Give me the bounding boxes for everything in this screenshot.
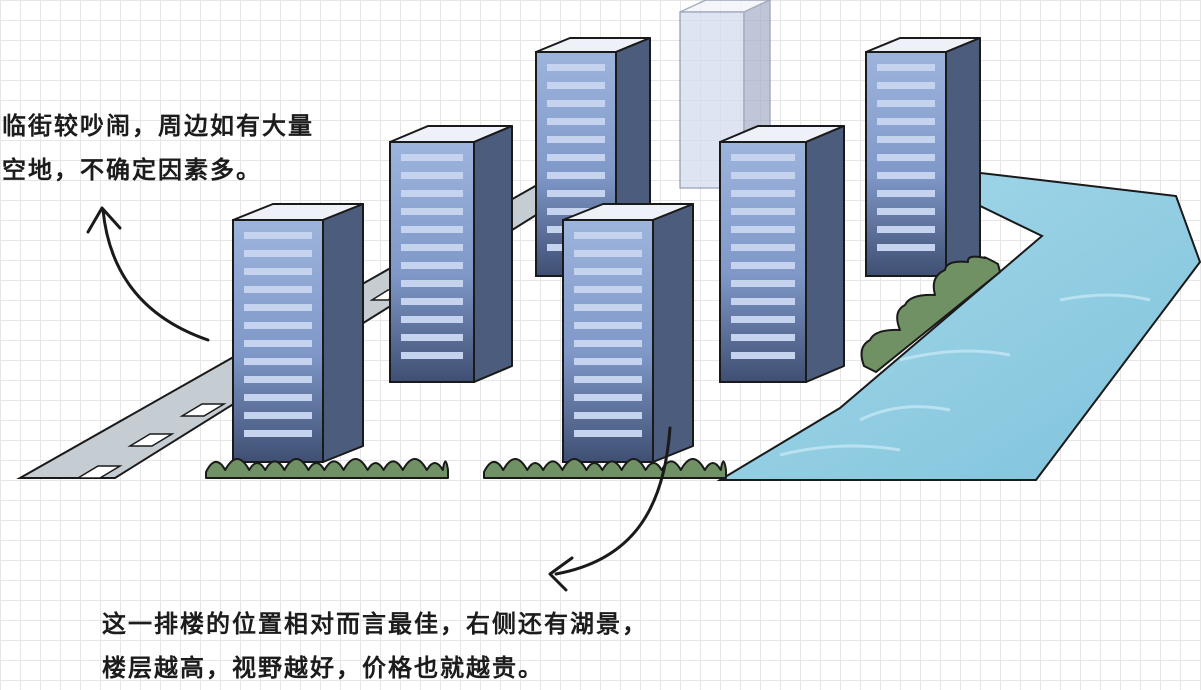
building-window	[574, 430, 642, 437]
building-window	[574, 394, 642, 401]
building-window	[731, 352, 795, 359]
building-window	[401, 226, 463, 233]
building-window	[877, 244, 935, 251]
building-window	[731, 226, 795, 233]
building-window	[877, 118, 935, 125]
building-window	[547, 190, 605, 197]
building-window	[731, 334, 795, 341]
building-window	[401, 316, 463, 323]
building-window	[731, 190, 795, 197]
building-window	[401, 244, 463, 251]
building-window	[401, 280, 463, 287]
building-window	[547, 64, 605, 71]
building-window	[574, 412, 642, 419]
building-window	[731, 244, 795, 251]
building-window	[401, 262, 463, 269]
building-window	[401, 334, 463, 341]
building-window	[574, 232, 642, 239]
building-window	[401, 154, 463, 161]
building-window	[547, 82, 605, 89]
building-front-left	[232, 203, 364, 463]
building-window	[574, 358, 642, 365]
building-window	[401, 172, 463, 179]
building-window	[731, 316, 795, 323]
building-front-center	[562, 203, 694, 463]
lake-side-note: 这一排楼的位置相对而言最佳，右侧还有湖景， 楼层越高，视野越好，价格也就越贵。	[102, 602, 648, 690]
hedge-lakeside	[860, 255, 1001, 373]
building-window	[574, 376, 642, 383]
building-window	[877, 154, 935, 161]
building-mid-right	[719, 125, 845, 383]
building-window	[244, 430, 312, 437]
building-window	[877, 64, 935, 71]
building-window	[547, 136, 605, 143]
building-window	[244, 376, 312, 383]
building-window	[731, 280, 795, 287]
building-window	[401, 298, 463, 305]
street-side-note-line-1: 临街较吵闹，周边如有大量	[2, 112, 314, 140]
building-window	[731, 262, 795, 269]
building-back-right	[865, 37, 981, 277]
building-window	[574, 250, 642, 257]
building-window	[574, 322, 642, 329]
building-window	[731, 208, 795, 215]
lake	[716, 170, 1201, 481]
hedge-center	[483, 458, 727, 479]
lake-ripples	[779, 293, 1151, 457]
building-window	[731, 172, 795, 179]
building-mid-left	[389, 125, 513, 383]
building-window	[547, 154, 605, 161]
building-window	[401, 190, 463, 197]
street-side-note-line-2: 空地，不确定因素多。	[2, 156, 262, 184]
building-window	[574, 340, 642, 347]
building-window	[877, 100, 935, 107]
building-window	[877, 172, 935, 179]
building-window	[401, 352, 463, 359]
building-window	[244, 322, 312, 329]
building-window	[877, 226, 935, 233]
arrow-up-icon	[86, 206, 210, 342]
building-window	[574, 304, 642, 311]
building-window	[574, 286, 642, 293]
arrow-down-icon	[548, 426, 672, 592]
hedge-left	[205, 458, 449, 479]
building-window	[244, 304, 312, 311]
building-window	[401, 208, 463, 215]
street-side-note: 临街较吵闹，周边如有大量 空地，不确定因素多。	[2, 104, 314, 192]
building-window	[244, 412, 312, 419]
building-window	[244, 250, 312, 257]
building-window	[574, 268, 642, 275]
building-window	[731, 154, 795, 161]
building-window	[731, 298, 795, 305]
lake-side-note-line-2: 楼层越高，视野越好，价格也就越贵。	[102, 654, 544, 682]
building-window	[547, 100, 605, 107]
building-window	[547, 172, 605, 179]
building-window	[547, 208, 605, 215]
building-window	[244, 232, 312, 239]
building-window	[877, 136, 935, 143]
building-window	[547, 118, 605, 125]
building-window	[244, 394, 312, 401]
building-window	[244, 268, 312, 275]
building-window	[244, 358, 312, 365]
building-window	[244, 340, 312, 347]
lake-side-note-line-1: 这一排楼的位置相对而言最佳，右侧还有湖景，	[102, 610, 648, 638]
building-window	[244, 286, 312, 293]
building-window	[877, 208, 935, 215]
building-window	[877, 82, 935, 89]
building-window	[877, 190, 935, 197]
